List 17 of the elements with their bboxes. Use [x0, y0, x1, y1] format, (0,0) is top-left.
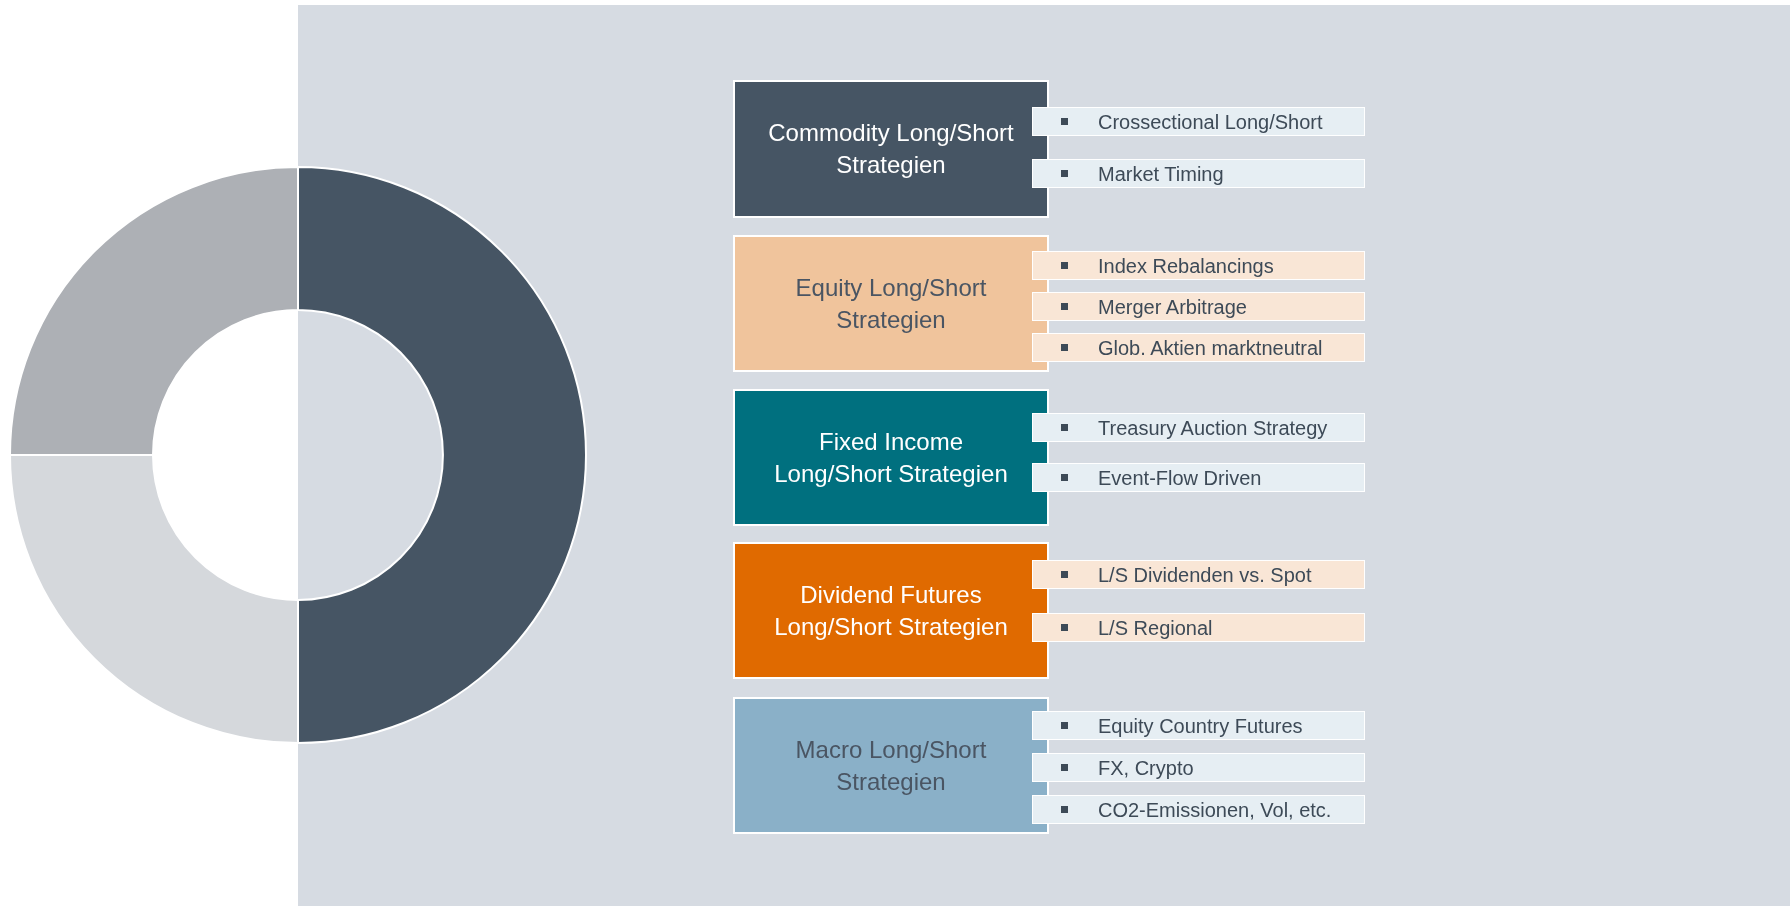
strategy-item: Treasury Auction Strategy: [1032, 413, 1365, 442]
category-box: Dividend Futures Long/Short Strategien: [733, 542, 1049, 679]
category-box: Macro Long/Short Strategien: [733, 697, 1049, 834]
strategy-item: Market Timing: [1032, 159, 1365, 188]
strategy-item: Glob. Aktien marktneutral: [1032, 333, 1365, 362]
strategy-item: L/S Regional: [1032, 613, 1365, 642]
category-box: Equity Long/Short Strategien: [733, 235, 1049, 372]
strategy-item: Merger Arbitrage: [1032, 292, 1365, 321]
category-box: Fixed Income Long/Short Strategien: [733, 389, 1049, 526]
strategy-item: FX, Crypto: [1032, 753, 1365, 782]
strategy-item: Index Rebalancings: [1032, 251, 1365, 280]
category-box: Commodity Long/Short Strategien: [733, 80, 1049, 218]
strategy-item: L/S Dividenden vs. Spot: [1032, 560, 1365, 589]
strategy-item: CO2-Emissionen, Vol, etc.: [1032, 795, 1365, 824]
strategy-item: Event-Flow Driven: [1032, 463, 1365, 492]
strategy-item: Equity Country Futures: [1032, 711, 1365, 740]
strategy-item: Crossectional Long/Short: [1032, 107, 1365, 136]
